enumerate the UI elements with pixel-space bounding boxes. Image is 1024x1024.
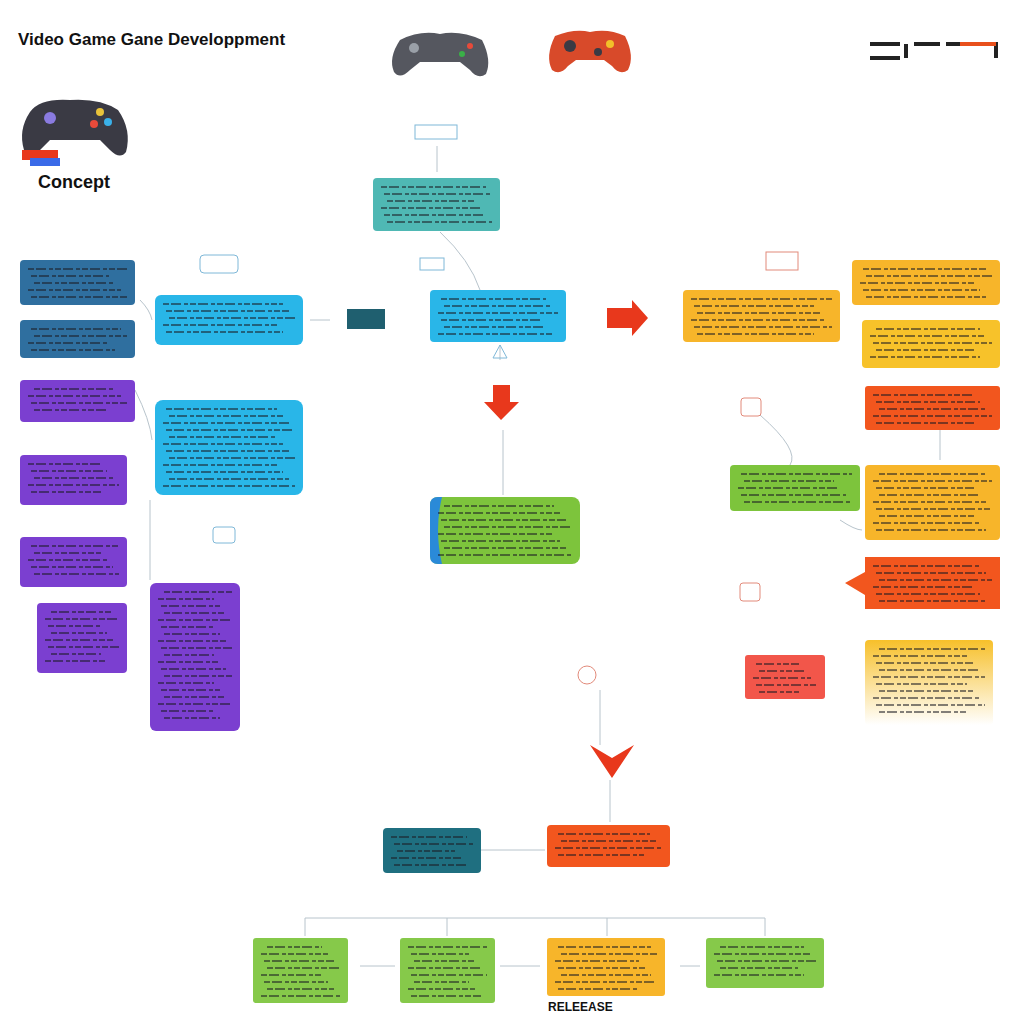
- diagram-title: Video Game Gane Developpment: [18, 30, 285, 50]
- stage-label: Concept: [38, 172, 110, 193]
- stage-label: RELEEASE: [548, 1000, 613, 1014]
